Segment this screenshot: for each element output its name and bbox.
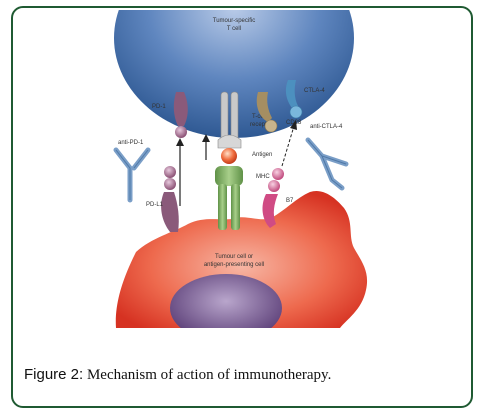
anti-pd1-outline [115, 149, 149, 200]
figure-caption-label: Figure 2: [24, 366, 84, 383]
signal-arrow-tcr [202, 134, 210, 160]
pd1-receptor [173, 92, 188, 138]
anti-pd1-antibody [113, 147, 151, 203]
t-cell-label-line1: Tumour-specific [213, 18, 255, 24]
pd1-label: PD-1 [152, 104, 166, 110]
antigen-label: Antigen [252, 152, 272, 158]
t-cell-receptor [217, 91, 242, 149]
tumour-label-line1: Tumour cell or [215, 254, 253, 260]
mhc-label: MHC [256, 174, 270, 180]
cd28 [256, 92, 278, 133]
signal-arrow-ctla4 [281, 120, 297, 167]
anti-ctla4-outline [307, 139, 347, 189]
ctla4-label: CTLA-4 [304, 88, 325, 94]
figure-caption: Figure 2: Mechanism of action of immunot… [24, 366, 331, 384]
b7-label: B7 [286, 198, 294, 204]
immunotherapy-diagram: Tumour-specific T cell Tumour cell or an… [113, 10, 368, 328]
pdl1-ligand [161, 166, 179, 232]
pdl1-label: PD-L1 [146, 202, 164, 208]
tcr-label-line2: receptor [250, 122, 272, 128]
tcr-label-line1: T-cell [252, 114, 266, 120]
ctla4 [285, 80, 303, 119]
b7 [262, 168, 284, 228]
antigen [221, 148, 237, 164]
anti-pd1-label: anti-PD-1 [118, 140, 144, 146]
tumour-nucleus [170, 274, 282, 328]
mhc [215, 166, 243, 230]
figure-caption-text: Mechanism of action of immunotherapy. [83, 367, 332, 383]
t-cell-label-line2: T cell [227, 26, 241, 32]
signal-arrow-pd [176, 138, 184, 206]
anti-ctla4-label: anti-CTLA-4 [310, 124, 343, 130]
tumour-label-line2: antigen-presenting cell [204, 262, 264, 268]
